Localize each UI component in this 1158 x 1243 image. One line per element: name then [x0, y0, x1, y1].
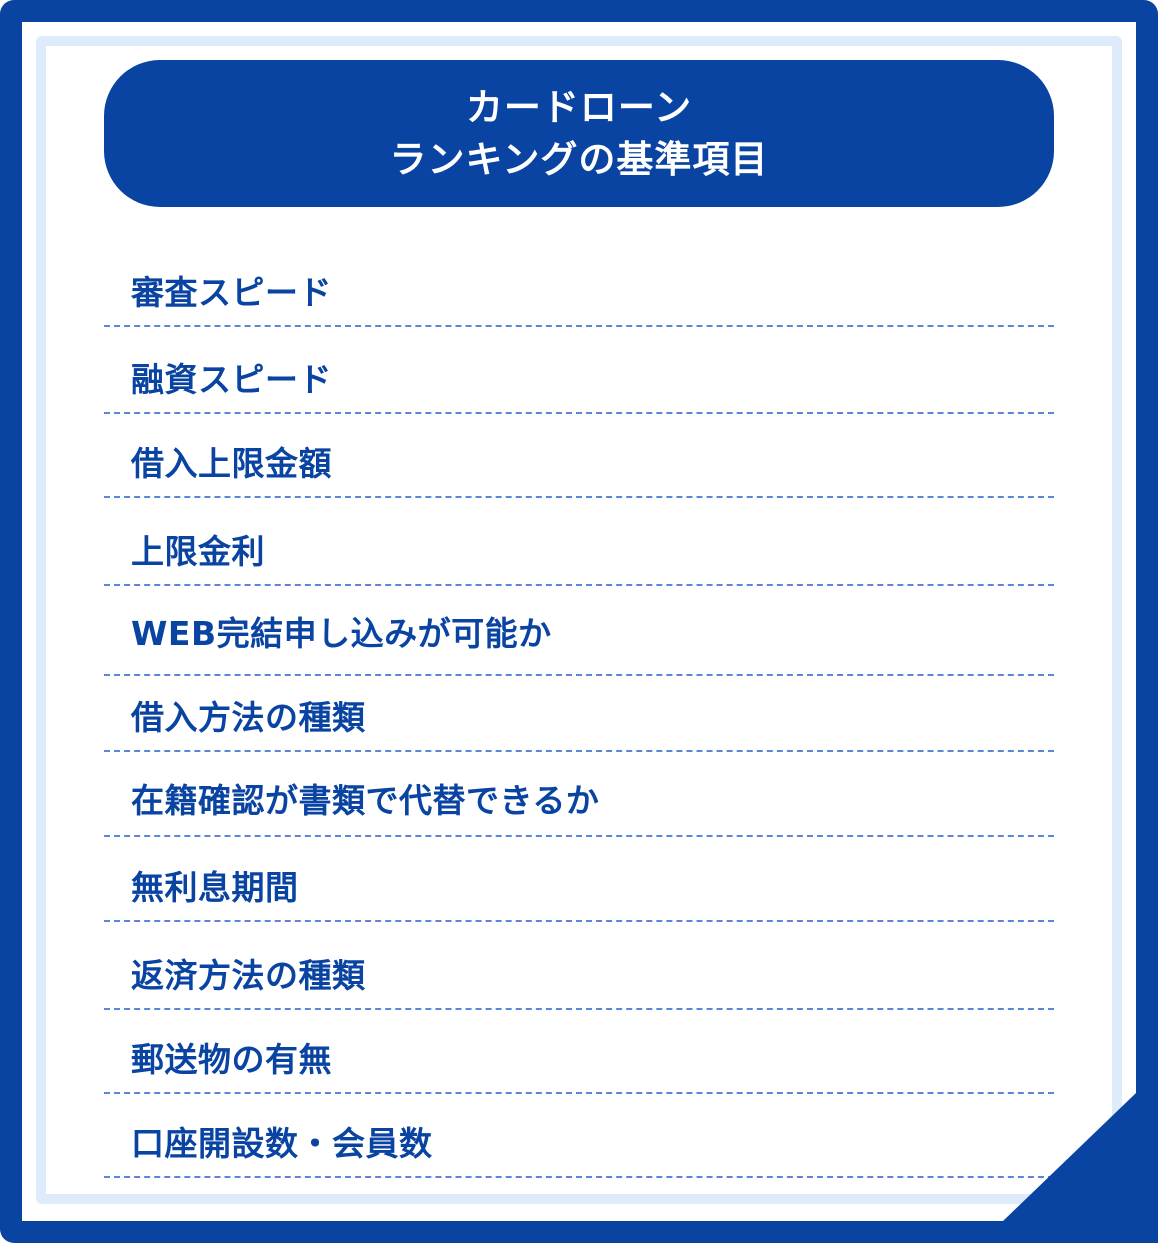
criteria-label: 融資スピード — [131, 360, 332, 399]
title-banner: カードローン ランキングの基準項目 — [104, 60, 1054, 207]
criteria-label: 返済方法の種類 — [131, 956, 366, 995]
criteria-label: 上限金利 — [131, 532, 265, 571]
criteria-item: 審査スピード — [104, 250, 1054, 327]
criteria-label: 口座開設数・会員数 — [131, 1124, 433, 1163]
criteria-item: 郵送物の有無 — [104, 1010, 1054, 1094]
criteria-item: 返済方法の種類 — [104, 922, 1054, 1010]
criteria-item: 融資スピード — [104, 327, 1054, 414]
criteria-label: 郵送物の有無 — [131, 1040, 332, 1079]
title-line-1: カードローン — [465, 85, 693, 129]
criteria-label: 無利息期間 — [131, 868, 299, 907]
criteria-item: 上限金利 — [104, 498, 1054, 586]
criteria-item: WEB完結申し込みが可能か — [104, 586, 1054, 676]
criteria-item: 無利息期間 — [104, 837, 1054, 922]
criteria-label: 在籍確認が書類で代替できるか — [131, 781, 600, 820]
criteria-label: WEB完結申し込みが可能か — [131, 614, 552, 653]
criteria-label: 借入上限金額 — [131, 444, 332, 483]
criteria-label: 借入方法の種類 — [131, 698, 366, 737]
criteria-item: 借入方法の種類 — [104, 676, 1054, 752]
title-line-2: ランキングの基準項目 — [389, 137, 769, 181]
criteria-label: 審査スピード — [131, 273, 332, 312]
criteria-item: 口座開設数・会員数 — [104, 1094, 1054, 1178]
criteria-item: 借入上限金額 — [104, 414, 1054, 498]
criteria-item: 在籍確認が書類で代替できるか — [104, 752, 1054, 837]
